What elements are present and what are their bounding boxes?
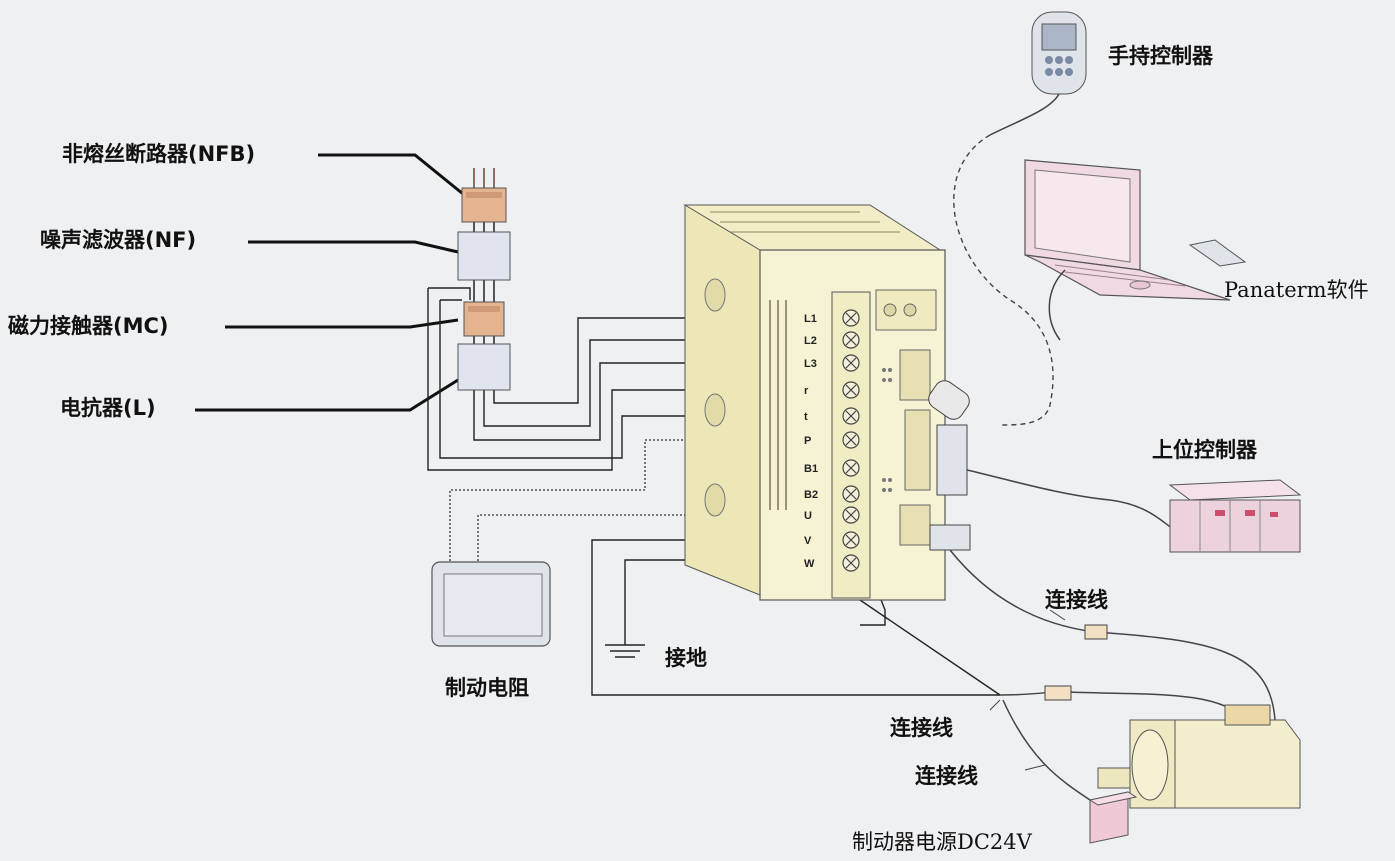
laptop [1024, 159, 1247, 341]
label-brake-power: 制动器电源DC24V [852, 830, 1032, 854]
brake-power-box [1088, 791, 1138, 844]
terminal-label-r: r [804, 385, 809, 397]
terminal-label-t: t [804, 411, 808, 423]
label-handheld: 手持控制器 [1108, 44, 1213, 68]
terminal-screw-l3 [842, 354, 860, 372]
terminal-screw-p [842, 431, 860, 449]
servo-motor [1097, 704, 1301, 809]
label-cable-motor: 连接线 [890, 716, 953, 740]
terminal-screw-v [842, 531, 860, 549]
nf-device [457, 231, 511, 281]
label-panaterm: Panaterm软件 [1224, 278, 1369, 302]
label-brake-resistor: 制动电阻 [445, 676, 529, 700]
plc [1168, 479, 1302, 553]
terminal-label-w: W [804, 558, 815, 570]
terminal-screw-w [842, 554, 860, 572]
terminal-label-l1: L1 [804, 313, 817, 325]
label-host-controller: 上位控制器 [1152, 438, 1257, 462]
terminal-screw-b1 [842, 459, 860, 477]
terminal-screws [842, 309, 860, 572]
leader-nf [248, 240, 459, 254]
label-ground: 接地 [665, 646, 707, 670]
handheld-cable [953, 134, 1054, 426]
terminal-label-l2: L2 [804, 335, 817, 347]
label-cable-encoder: 连接线 [1045, 588, 1108, 612]
terminal-screw-l2 [842, 331, 860, 349]
label-reactor: 电抗器(L) [60, 396, 156, 420]
label-nf: 噪声滤波器(NF) [40, 228, 197, 252]
breaker-stack [457, 168, 511, 400]
terminal-screw-r [842, 381, 860, 399]
label-mc: 磁力接触器(MC) [8, 314, 169, 338]
terminal-label-l3: L3 [804, 358, 817, 370]
terminal-label-u: U [804, 510, 812, 522]
leader-nfb [318, 153, 469, 200]
terminal-screw-l1 [842, 309, 860, 327]
power-wires [427, 287, 790, 471]
terminal-label-b1: B1 [804, 463, 818, 475]
label-leaders [195, 153, 469, 412]
leader-mc [225, 318, 459, 329]
terminal-label-p: P [804, 435, 811, 447]
label-cable-brake: 连接线 [915, 764, 978, 788]
encoder-connector [928, 380, 1276, 721]
terminal-screw-b2 [842, 485, 860, 503]
cable-label-ticks [989, 609, 1066, 771]
terminal-label-b2: B2 [804, 489, 818, 501]
terminal-screw-t [842, 407, 860, 425]
reactor-device [457, 343, 511, 391]
terminal-screw-u [842, 506, 860, 524]
motor-cables [999, 685, 1246, 801]
terminal-label-v: V [804, 535, 812, 547]
handheld-controller [989, 11, 1087, 136]
ground-symbol [605, 644, 645, 658]
label-nfb: 非熔丝断路器(NFB) [62, 142, 256, 166]
brake-resistor [431, 561, 551, 647]
leader-reactor [195, 378, 459, 412]
